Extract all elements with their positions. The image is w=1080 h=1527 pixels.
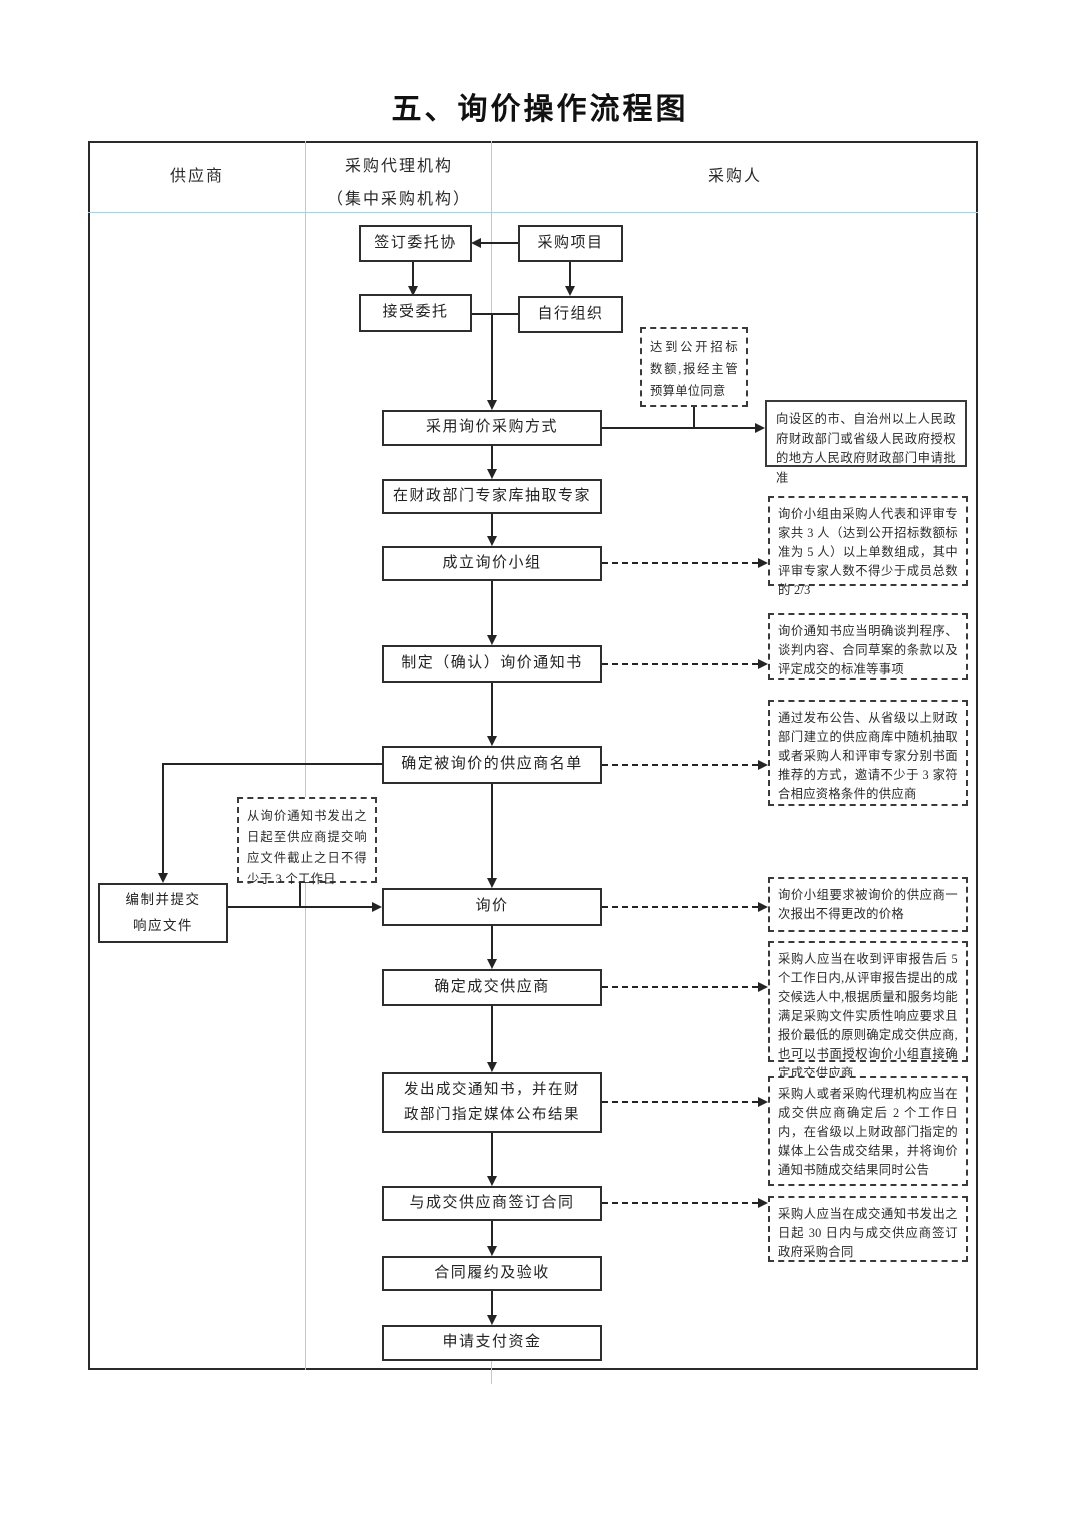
arrow-adopt-to-approval-line xyxy=(602,427,755,429)
node-accept-commission: 接受委托 xyxy=(359,294,472,332)
dashed-arrow-contract-note-line xyxy=(602,1202,758,1204)
node-issue-award-notice: 发出成交通知书，并在财政部门指定媒体公布结果 xyxy=(382,1072,602,1133)
arrow-project-to-sign-line xyxy=(481,242,518,244)
node-apply-payment: 申请支付资金 xyxy=(382,1325,602,1361)
arrow-adopt-to-approval-head xyxy=(755,423,765,433)
node-prepare-response: 编制并提交 响应文件 xyxy=(98,883,228,943)
arrow-junction-to-adopt-head xyxy=(487,400,497,410)
arrow-list-to-prepare-vline xyxy=(162,763,164,874)
dashed-arrow-winner-note-head xyxy=(758,982,768,992)
dashed-arrow-list-note-head xyxy=(758,760,768,770)
arrow-inquiry-to-winner-head xyxy=(487,959,497,969)
note-notice-content: 询价通知书应当明确谈判程序、谈判内容、合同草案的条款以及评定成交的标准等事项 xyxy=(768,613,968,680)
node-prepare-response-line2: 响应文件 xyxy=(133,918,193,933)
arrow-list-to-prepare-hline xyxy=(162,763,382,765)
lane-header-agency-line1: 采购代理机构 xyxy=(344,158,453,175)
arrow-project-to-self-line xyxy=(569,262,571,288)
lane-divider-overflow-tick xyxy=(491,1370,492,1384)
node-sign-agreement: 签订委托协 xyxy=(359,225,472,262)
arrow-prepare-to-inquiry-head xyxy=(372,902,382,912)
dashed-arrow-issue-note-head xyxy=(758,1097,768,1107)
arrow-notice-to-list-head xyxy=(487,736,497,746)
page-title: 五、询价操作流程图 xyxy=(391,93,689,126)
node-inquiry: 询价 xyxy=(382,888,602,926)
note-winner-rule: 采购人应当在收到评审报告后 5 个工作日内,从评审报告提出的成交候选人中,根据质… xyxy=(768,941,968,1080)
arrow-winner-to-issue-line xyxy=(491,1006,493,1063)
note-over-threshold: 达到公开招标数额,报经主管预算单位同意 xyxy=(640,327,748,407)
arrow-contract-to-perform-line xyxy=(491,1221,493,1247)
node-prepare-response-line1: 编制并提交 xyxy=(125,892,201,908)
lane-header-agency: 采购代理机构 （集中采购机构） xyxy=(306,152,492,209)
note-announce-rule: 采购人或者采购代理机构应当在成交供应商确定后 2 个工作日内，在省级以上财政部门… xyxy=(768,1076,968,1186)
dashed-arrow-inquiry-note-line xyxy=(602,906,758,908)
arrow-project-to-sign-head xyxy=(471,238,481,248)
dashed-arrow-team-note-head xyxy=(758,558,768,568)
diagram-frame xyxy=(88,141,978,1370)
dashed-arrow-contract-note-head xyxy=(758,1198,768,1208)
arrow-list-to-inquiry-line xyxy=(491,784,493,879)
arrow-sign-to-accept-line xyxy=(412,262,414,288)
arrow-experts-to-team-head xyxy=(487,536,497,546)
arrow-inquiry-to-winner-line xyxy=(491,926,493,960)
note-apply-approval: 向设区的市、自治州以上人民政府财政部门或省级人民政府授权的地方人民政府财政部门申… xyxy=(765,400,967,485)
node-form-inquiry-team: 成立询价小组 xyxy=(382,546,602,581)
dashed-arrow-winner-note-line xyxy=(602,986,758,988)
lane-header-agency-line2: （集中采购机构） xyxy=(326,191,471,208)
node-make-inquiry-notice: 制定（确认）询价通知书 xyxy=(382,645,602,683)
arrow-issue-to-contract-head xyxy=(487,1176,497,1186)
lane-header-divider xyxy=(88,212,978,213)
dashed-arrow-inquiry-note-head xyxy=(758,902,768,912)
dashed-arrow-team-note-line xyxy=(602,562,758,564)
lane-header-supplier: 供应商 xyxy=(169,168,224,185)
arrow-issue-to-contract-line xyxy=(491,1133,493,1177)
connector-min-days-note xyxy=(299,883,301,907)
arrow-contract-to-perform-head xyxy=(487,1246,497,1256)
arrow-project-to-self-head xyxy=(565,286,575,296)
node-draw-experts: 在财政部门专家库抽取专家 xyxy=(382,479,602,514)
arrow-winner-to-issue-head xyxy=(487,1062,497,1072)
arrow-experts-to-team-line xyxy=(491,514,493,538)
arrow-adopt-to-experts-head xyxy=(487,469,497,479)
connector-accept-self-junction xyxy=(472,313,518,315)
dashed-arrow-notice-note-line xyxy=(602,663,758,665)
note-team-composition: 询价小组由采购人代表和评审专家共 3 人（达到公开招标数额标准为 5 人）以上单… xyxy=(768,496,968,597)
arrow-sign-to-accept-head xyxy=(408,286,418,296)
note-one-quote: 询价小组要求被询价的供应商一次报出不得更改的价格 xyxy=(768,877,968,932)
node-sign-contract: 与成交供应商签订合同 xyxy=(382,1186,602,1221)
node-confirm-winner: 确定成交供应商 xyxy=(382,969,602,1006)
note-min-days: 从询价通知书发出之日起至供应商提交响应文件截止之日不得少于 3 个工作日 xyxy=(237,797,377,886)
lane-divider-supplier-agency xyxy=(305,141,306,1370)
arrow-junction-to-adopt-line xyxy=(491,313,493,400)
dashed-arrow-notice-note-head xyxy=(758,659,768,669)
node-adopt-inquiry-method: 采用询价采购方式 xyxy=(382,410,602,446)
dashed-arrow-issue-note-line xyxy=(602,1101,758,1103)
note-contract-days: 采购人应当在成交通知书发出之日起 30 日内与成交供应商签订政府采购合同 xyxy=(768,1196,968,1262)
arrow-prepare-to-inquiry-line xyxy=(228,906,373,908)
note-invite-suppliers: 通过发布公告、从省级以上财政部门建立的供应商库中随机抽取或者采购人和评审专家分别… xyxy=(768,700,968,806)
connector-threshold-note xyxy=(693,407,695,429)
arrow-perform-to-payment-head xyxy=(487,1315,497,1325)
arrow-list-to-prepare-head xyxy=(158,873,168,883)
arrow-team-to-notice-head xyxy=(487,635,497,645)
arrow-notice-to-list-line xyxy=(491,683,493,737)
lane-header-purchaser: 采购人 xyxy=(707,168,762,185)
node-procurement-project: 采购项目 xyxy=(518,225,623,262)
arrow-adopt-to-experts-line xyxy=(491,446,493,471)
node-contract-performance: 合同履约及验收 xyxy=(382,1256,602,1291)
arrow-list-to-inquiry-head xyxy=(487,878,497,888)
arrow-perform-to-payment-line xyxy=(491,1291,493,1316)
node-determine-supplier-list: 确定被询价的供应商名单 xyxy=(382,746,602,784)
node-self-organize: 自行组织 xyxy=(518,296,623,333)
dashed-arrow-list-note-line xyxy=(602,764,758,766)
arrow-team-to-notice-line xyxy=(491,581,493,636)
